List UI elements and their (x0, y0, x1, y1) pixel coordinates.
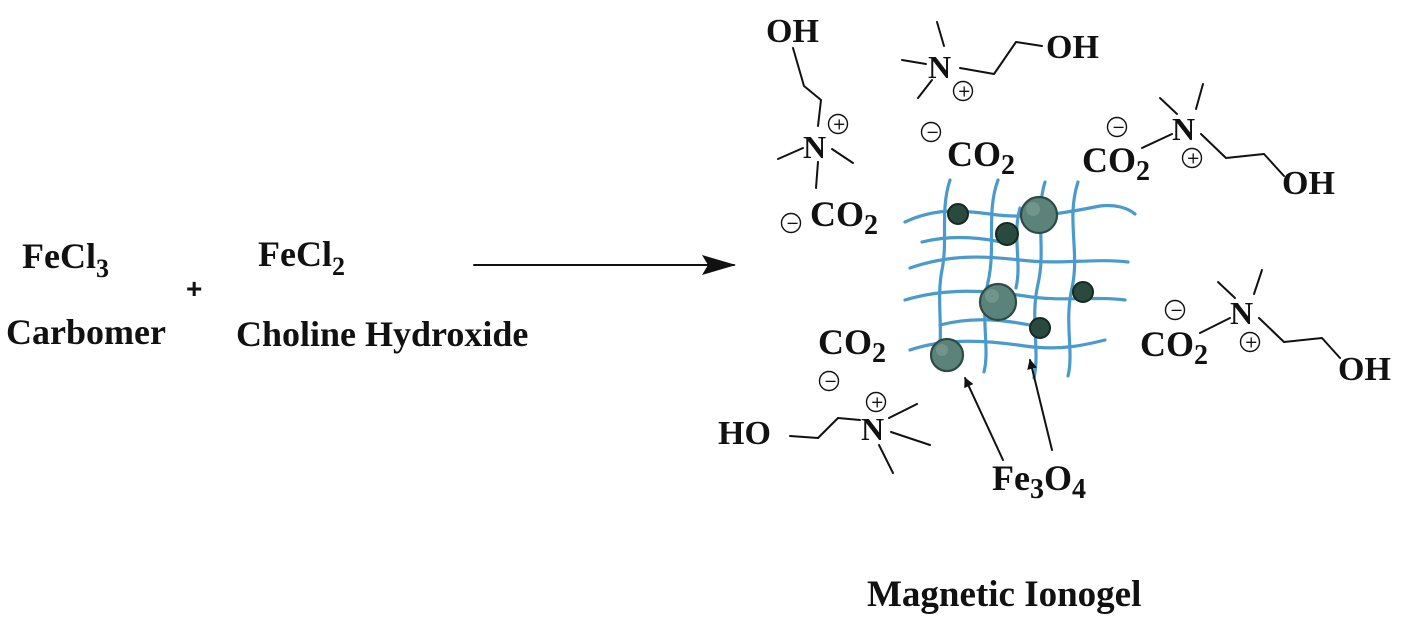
fe3o4-particle (995, 222, 1019, 246)
polymer-fiber (982, 178, 1000, 374)
svg-text:+: + (1187, 149, 1200, 168)
positive-charge (1239, 331, 1261, 353)
ethyl-chain (792, 47, 822, 127)
plus-sign: + (186, 273, 202, 304)
carboxylate-bond (1199, 317, 1231, 334)
methyl-bond (831, 148, 854, 164)
choline-group-top-right: − CO2 N + OH (1082, 83, 1335, 202)
carboxylate-label: CO2 (1140, 324, 1208, 371)
negative-charge (1106, 116, 1128, 138)
svg-text:−: − (926, 123, 939, 142)
hydroxyl-label: OH (1282, 165, 1335, 202)
ammonium-n: N (861, 411, 884, 447)
hydroxyl-label: OH (1338, 351, 1391, 388)
negative-charge (920, 121, 942, 143)
svg-text:+: + (958, 82, 971, 101)
carboxylate-bond (1141, 133, 1173, 149)
reactants: FeCl3 FeCl2 + Carbomer Choline Hydroxide (6, 234, 528, 354)
pointer-arrow (1027, 359, 1053, 451)
carboxylate-label: CO2 (1082, 140, 1150, 187)
polymer-fiber (908, 255, 1130, 270)
hydroxyl-label: OH (1046, 29, 1099, 66)
ammonium-n: N (803, 129, 826, 165)
particle-highlight (985, 289, 999, 303)
fe3o4-annotation: Fe3O4 (964, 359, 1086, 505)
choline-group-top-left: OH N + − CO2 (766, 13, 878, 241)
methyl-bond (815, 161, 819, 189)
choline-group-bottom-left: CO2 − HO + N (718, 322, 931, 474)
methyl-bond (888, 403, 918, 419)
fe3o4-particle (1072, 281, 1094, 303)
ethyl-chain (1200, 133, 1285, 177)
methyl-bond (1195, 83, 1204, 110)
methyl-bond (936, 21, 945, 47)
methyl-bond (1253, 269, 1263, 295)
fe3o4-nanoparticles (929, 195, 1094, 373)
fecl3-formula: FeCl3 (22, 236, 109, 283)
svg-text:−: − (1112, 118, 1125, 137)
ethyl-chain (959, 41, 1043, 75)
pointer-arrow (964, 377, 1004, 461)
hydroxyl-label: HO (718, 415, 771, 452)
polymer-fiber (938, 318, 1037, 328)
positive-charge (1181, 147, 1203, 169)
svg-text:+: + (871, 393, 884, 412)
polymer-fiber (936, 178, 952, 362)
positive-charge (952, 80, 974, 102)
svg-text:−: − (786, 214, 799, 233)
fe3o4-particle (1029, 317, 1051, 339)
methyl-bond (901, 59, 927, 65)
negative-charge (780, 212, 802, 234)
particle-highlight (1026, 202, 1040, 216)
carbomer-label: Carbomer (6, 312, 166, 352)
fe3o4-label: Fe3O4 (992, 458, 1086, 505)
positive-charge (865, 391, 887, 413)
ammonium-n: N (928, 49, 951, 85)
methyl-bond (1217, 281, 1236, 299)
carboxylate-label: CO2 (818, 322, 886, 369)
polymer-fiber (1066, 180, 1080, 378)
ammonium-n: N (1172, 111, 1195, 147)
svg-text:+: + (1245, 333, 1258, 352)
svg-text:−: − (824, 372, 837, 391)
polymer-network (903, 178, 1137, 380)
negative-charge (818, 370, 840, 392)
polymer-fiber (1014, 206, 1022, 290)
ammonium-n: N (1230, 295, 1253, 331)
choline-group-right: − CO2 N + OH (1140, 269, 1391, 388)
carboxylate-label: CO2 (947, 134, 1015, 181)
methyl-bond (1159, 97, 1178, 115)
methyl-bond (890, 431, 931, 446)
choline-group-top-middle: N + OH − CO2 (901, 21, 1099, 181)
methyl-bond (777, 147, 804, 160)
hydroxyl-label: OH (766, 13, 819, 50)
negative-charge (1164, 299, 1186, 321)
carboxylate-label: CO2 (810, 194, 878, 241)
positive-charge (827, 113, 849, 135)
methyl-bond (878, 444, 894, 474)
methyl-bond (917, 79, 933, 99)
particle-highlight (936, 344, 948, 356)
fe3o4-particle (1019, 195, 1059, 235)
fe3o4-particle (947, 203, 969, 225)
product-caption: Magnetic Ionogel (867, 574, 1141, 615)
svg-text:+: + (833, 115, 846, 134)
fe3o4-particle (929, 337, 965, 373)
svg-text:−: − (1170, 301, 1183, 320)
fe3o4-particle (978, 282, 1018, 322)
fecl2-formula: FeCl2 (258, 234, 345, 281)
ethyl-chain (1258, 317, 1341, 359)
choline-hydroxide-label: Choline Hydroxide (236, 314, 528, 354)
ethyl-chain (789, 417, 861, 439)
